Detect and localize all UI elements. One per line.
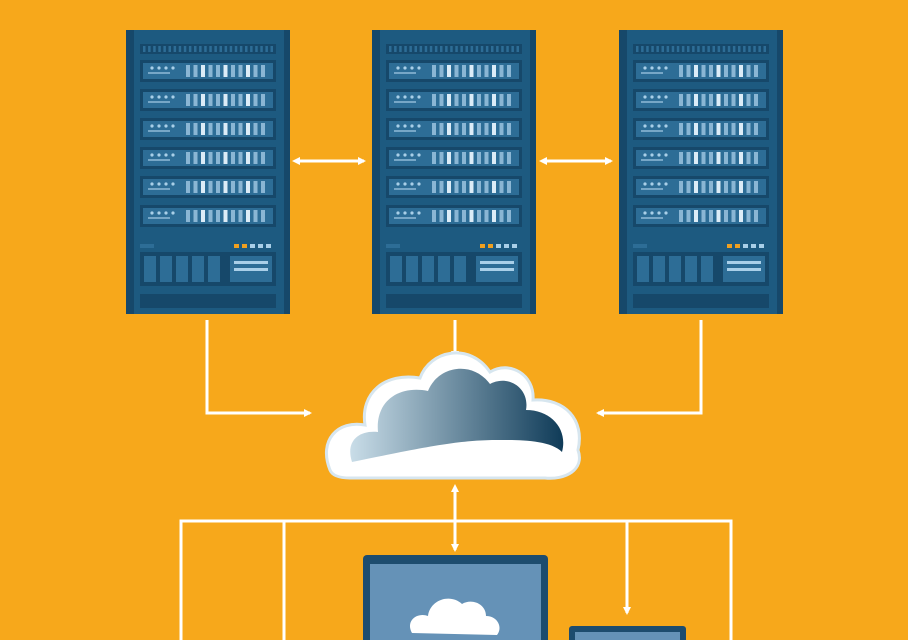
rack-vent <box>386 44 522 54</box>
rack-vent <box>140 44 276 54</box>
rack-vent <box>633 44 769 54</box>
client-bus <box>179 519 733 640</box>
arrow-left-to-cloud <box>205 320 312 417</box>
laptop-icon <box>569 626 686 640</box>
monitor-icon <box>363 555 548 640</box>
arrow-right-to-cloud <box>596 320 703 417</box>
server-rack-left <box>126 30 290 314</box>
cloud-small-icon <box>410 598 500 635</box>
server-rack-center <box>372 30 536 314</box>
server-rack-right <box>619 30 783 314</box>
cloud-icon <box>324 351 581 480</box>
